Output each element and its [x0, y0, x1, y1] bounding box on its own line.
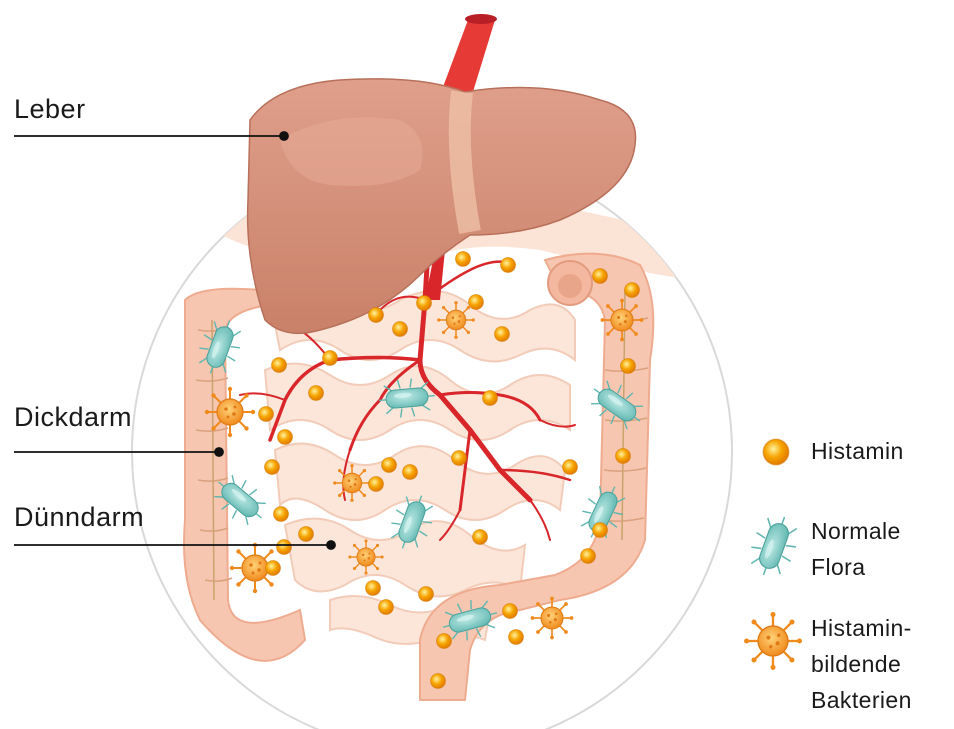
duenndarm-pointer-dot — [326, 540, 336, 550]
aorta — [440, 20, 495, 95]
histamine-bacterium — [599, 297, 645, 343]
dickdarm-label: Dickdarm — [14, 402, 133, 432]
histamine-bacterium — [347, 538, 385, 576]
legend-flora-icon — [743, 509, 805, 583]
histamine-bacterium — [203, 385, 257, 439]
histamine-bacterium — [332, 463, 372, 503]
legend-histaminbildende-bakterien-text: Histamin- bildende Bakterien — [811, 615, 912, 713]
legend-histamin-text: Histamin — [811, 438, 904, 464]
legend-histamine-icon — [762, 438, 790, 466]
duenndarm-label: Dünndarm — [14, 502, 145, 532]
histamine-bacterium — [529, 595, 575, 641]
leber-label: Leber — [14, 94, 86, 124]
liver — [246, 78, 637, 335]
legend-normale-flora-text: Normale Flora — [811, 518, 901, 580]
leber-pointer-dot — [279, 131, 289, 141]
legend-symbols — [742, 438, 805, 672]
histamine-bacterium — [436, 300, 476, 340]
legend-bacteria-icon — [742, 610, 804, 672]
dickdarm-pointer-dot — [214, 447, 224, 457]
